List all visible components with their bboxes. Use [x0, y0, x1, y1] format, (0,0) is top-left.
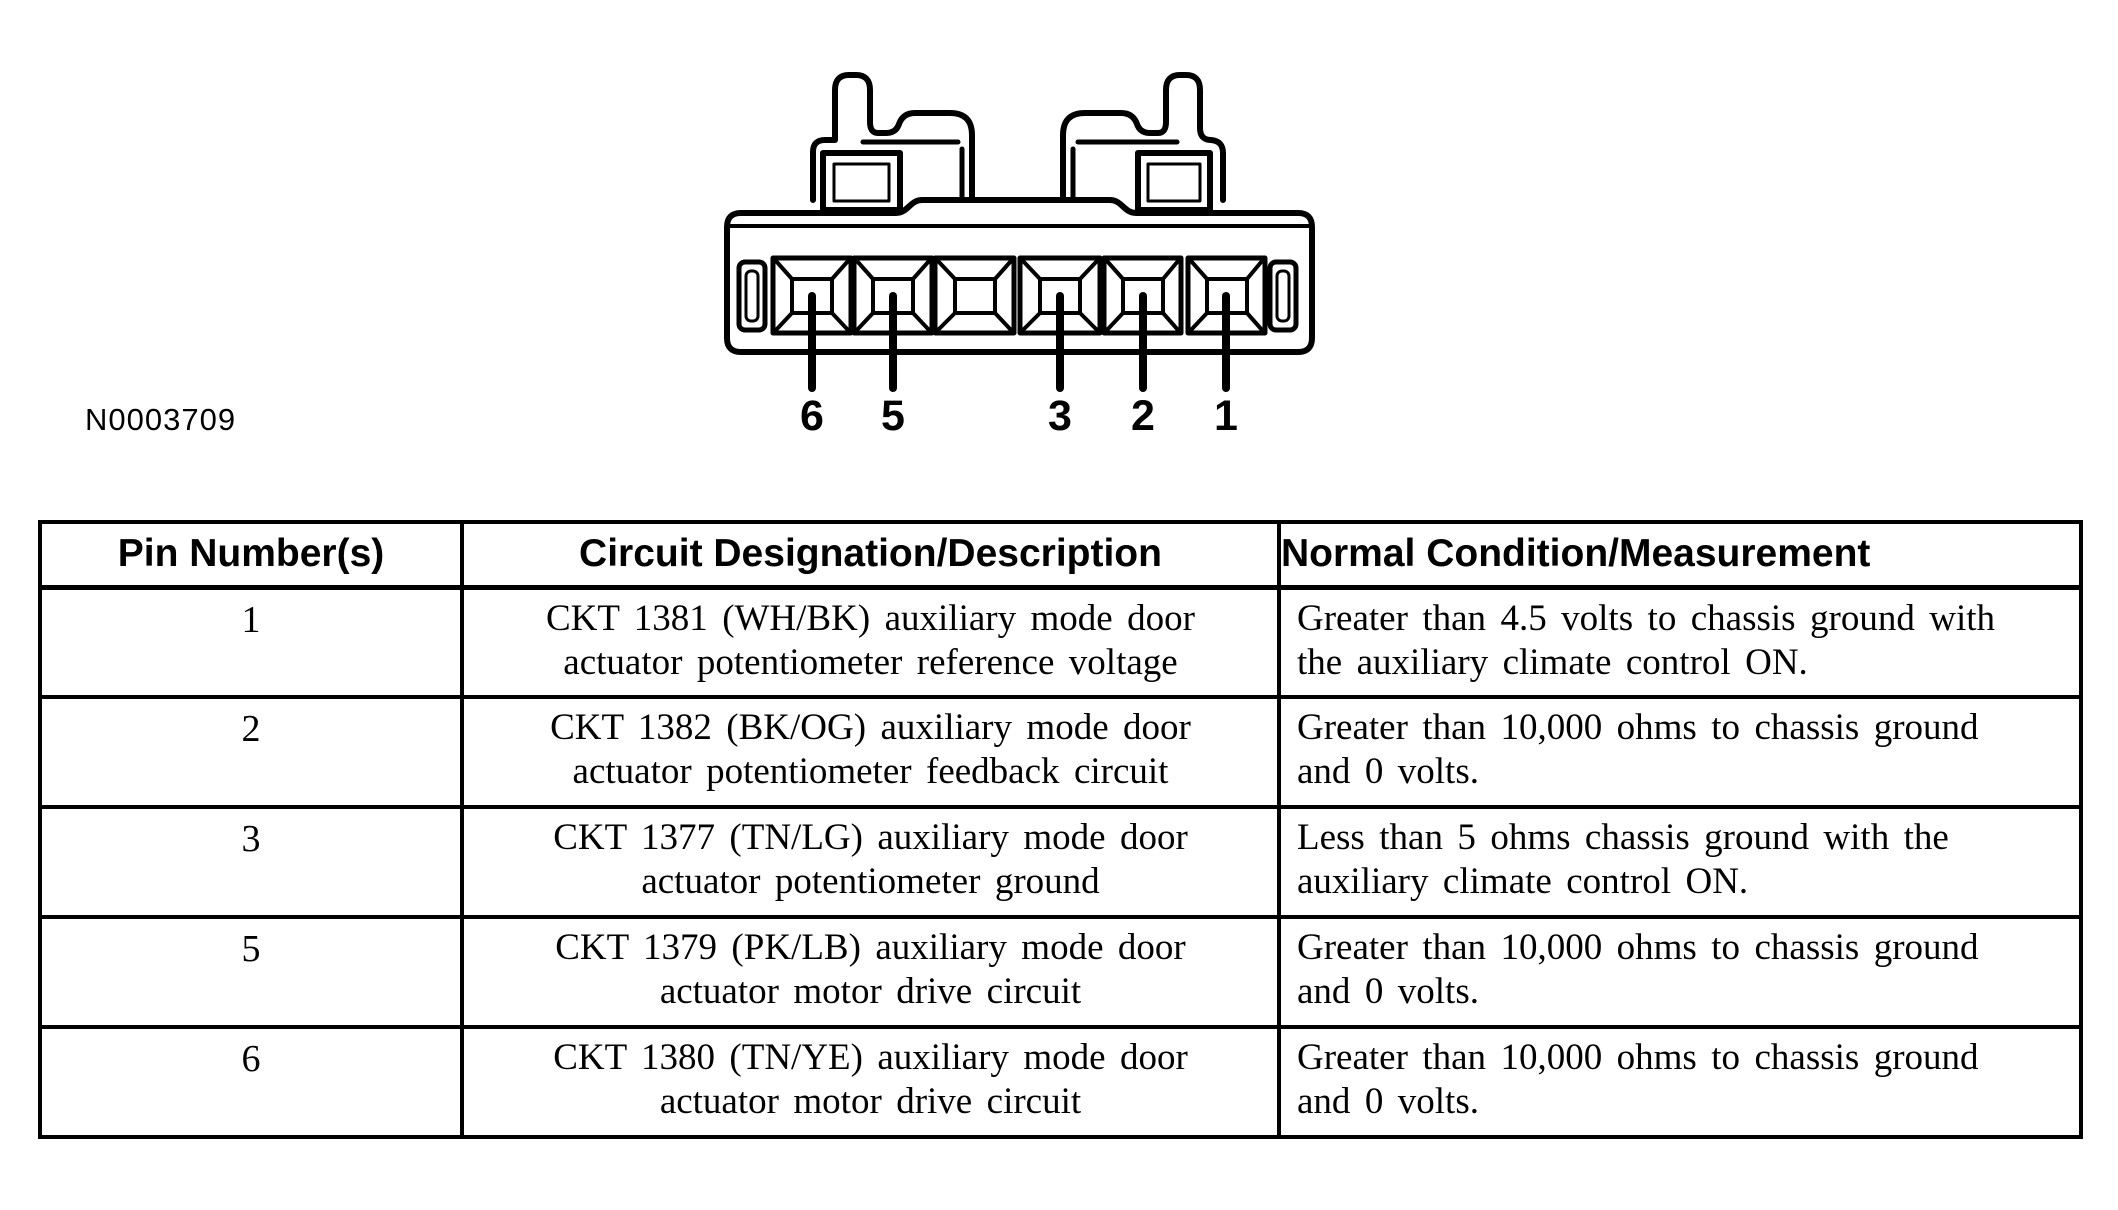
table-row: 2 CKT 1382 (BK/OG) auxiliary mode door a…	[38, 695, 2083, 809]
right-end-slot	[1267, 259, 1299, 333]
table-row: 1 CKT 1381 (WH/BK) auxiliary mode door a…	[38, 585, 2083, 699]
connector-diagram: 6 5 3 2 1	[700, 50, 1340, 440]
right-latch-window	[1135, 150, 1213, 213]
table-row: 3 CKT 1377 (TN/LG) auxiliary mode door a…	[38, 805, 2083, 919]
circuit-cell: CKT 1381 (WH/BK) auxiliary mode door act…	[460, 585, 1281, 699]
connector-body-outline	[724, 197, 1315, 355]
pin-cell: 3	[38, 805, 464, 919]
table-header-row: Pin Number(s) Circuit Designation/Descri…	[38, 520, 2083, 590]
pin-callout-label-3: 3	[1048, 392, 1072, 440]
left-latch-window-inner	[832, 162, 891, 203]
pin-callout-label-2: 2	[1131, 392, 1155, 440]
condition-cell: Greater than 10,000 ohms to chassis grou…	[1277, 915, 2083, 1029]
pin-cell: 5	[38, 915, 464, 1029]
condition-cell: Less than 5 ohms chassis ground with the…	[1277, 805, 2083, 919]
pin-cell: 2	[38, 695, 464, 809]
right-latch-tower	[1060, 72, 1226, 203]
condition-cell: Greater than 4.5 volts to chassis ground…	[1277, 585, 2083, 699]
pinout-table: Pin Number(s) Circuit Designation/Descri…	[38, 520, 2083, 1139]
pin-callout-label-6: 6	[800, 392, 824, 440]
left-end-slot	[736, 259, 768, 333]
pin-cell: 1	[38, 585, 464, 699]
table-row: 5 CKT 1379 (PK/LB) auxiliary mode door a…	[38, 915, 2083, 1029]
right-end-slot-inner	[1275, 269, 1291, 323]
header-pin-numbers: Pin Number(s)	[38, 520, 464, 590]
header-circuit-designation: Circuit Designation/Description	[460, 520, 1281, 590]
figure-id-label: N0003709	[85, 402, 237, 437]
cavity-4	[932, 255, 1017, 336]
circuit-cell: CKT 1379 (PK/LB) auxiliary mode door act…	[460, 915, 1281, 1029]
circuit-cell: CKT 1377 (TN/LG) auxiliary mode door act…	[460, 805, 1281, 919]
left-latch-tower	[810, 72, 975, 203]
circuit-cell: CKT 1380 (TN/YE) auxiliary mode door act…	[460, 1025, 1281, 1139]
pin-callout-label-1: 1	[1214, 392, 1238, 440]
connector-drawing-svg: 6 5 3 2 1	[724, 72, 1315, 440]
condition-cell: Greater than 10,000 ohms to chassis grou…	[1277, 695, 2083, 809]
right-latch-window-inner	[1146, 162, 1202, 203]
left-latch-window	[820, 150, 903, 213]
pin-callout-label-5: 5	[881, 392, 905, 440]
pin-cell: 6	[38, 1025, 464, 1139]
condition-cell: Greater than 10,000 ohms to chassis grou…	[1277, 1025, 2083, 1139]
table-row: 6 CKT 1380 (TN/YE) auxiliary mode door a…	[38, 1025, 2083, 1139]
circuit-cell: CKT 1382 (BK/OG) auxiliary mode door act…	[460, 695, 1281, 809]
left-end-slot-inner	[744, 269, 760, 323]
header-normal-condition: Normal Condition/Measurement	[1277, 520, 2083, 590]
